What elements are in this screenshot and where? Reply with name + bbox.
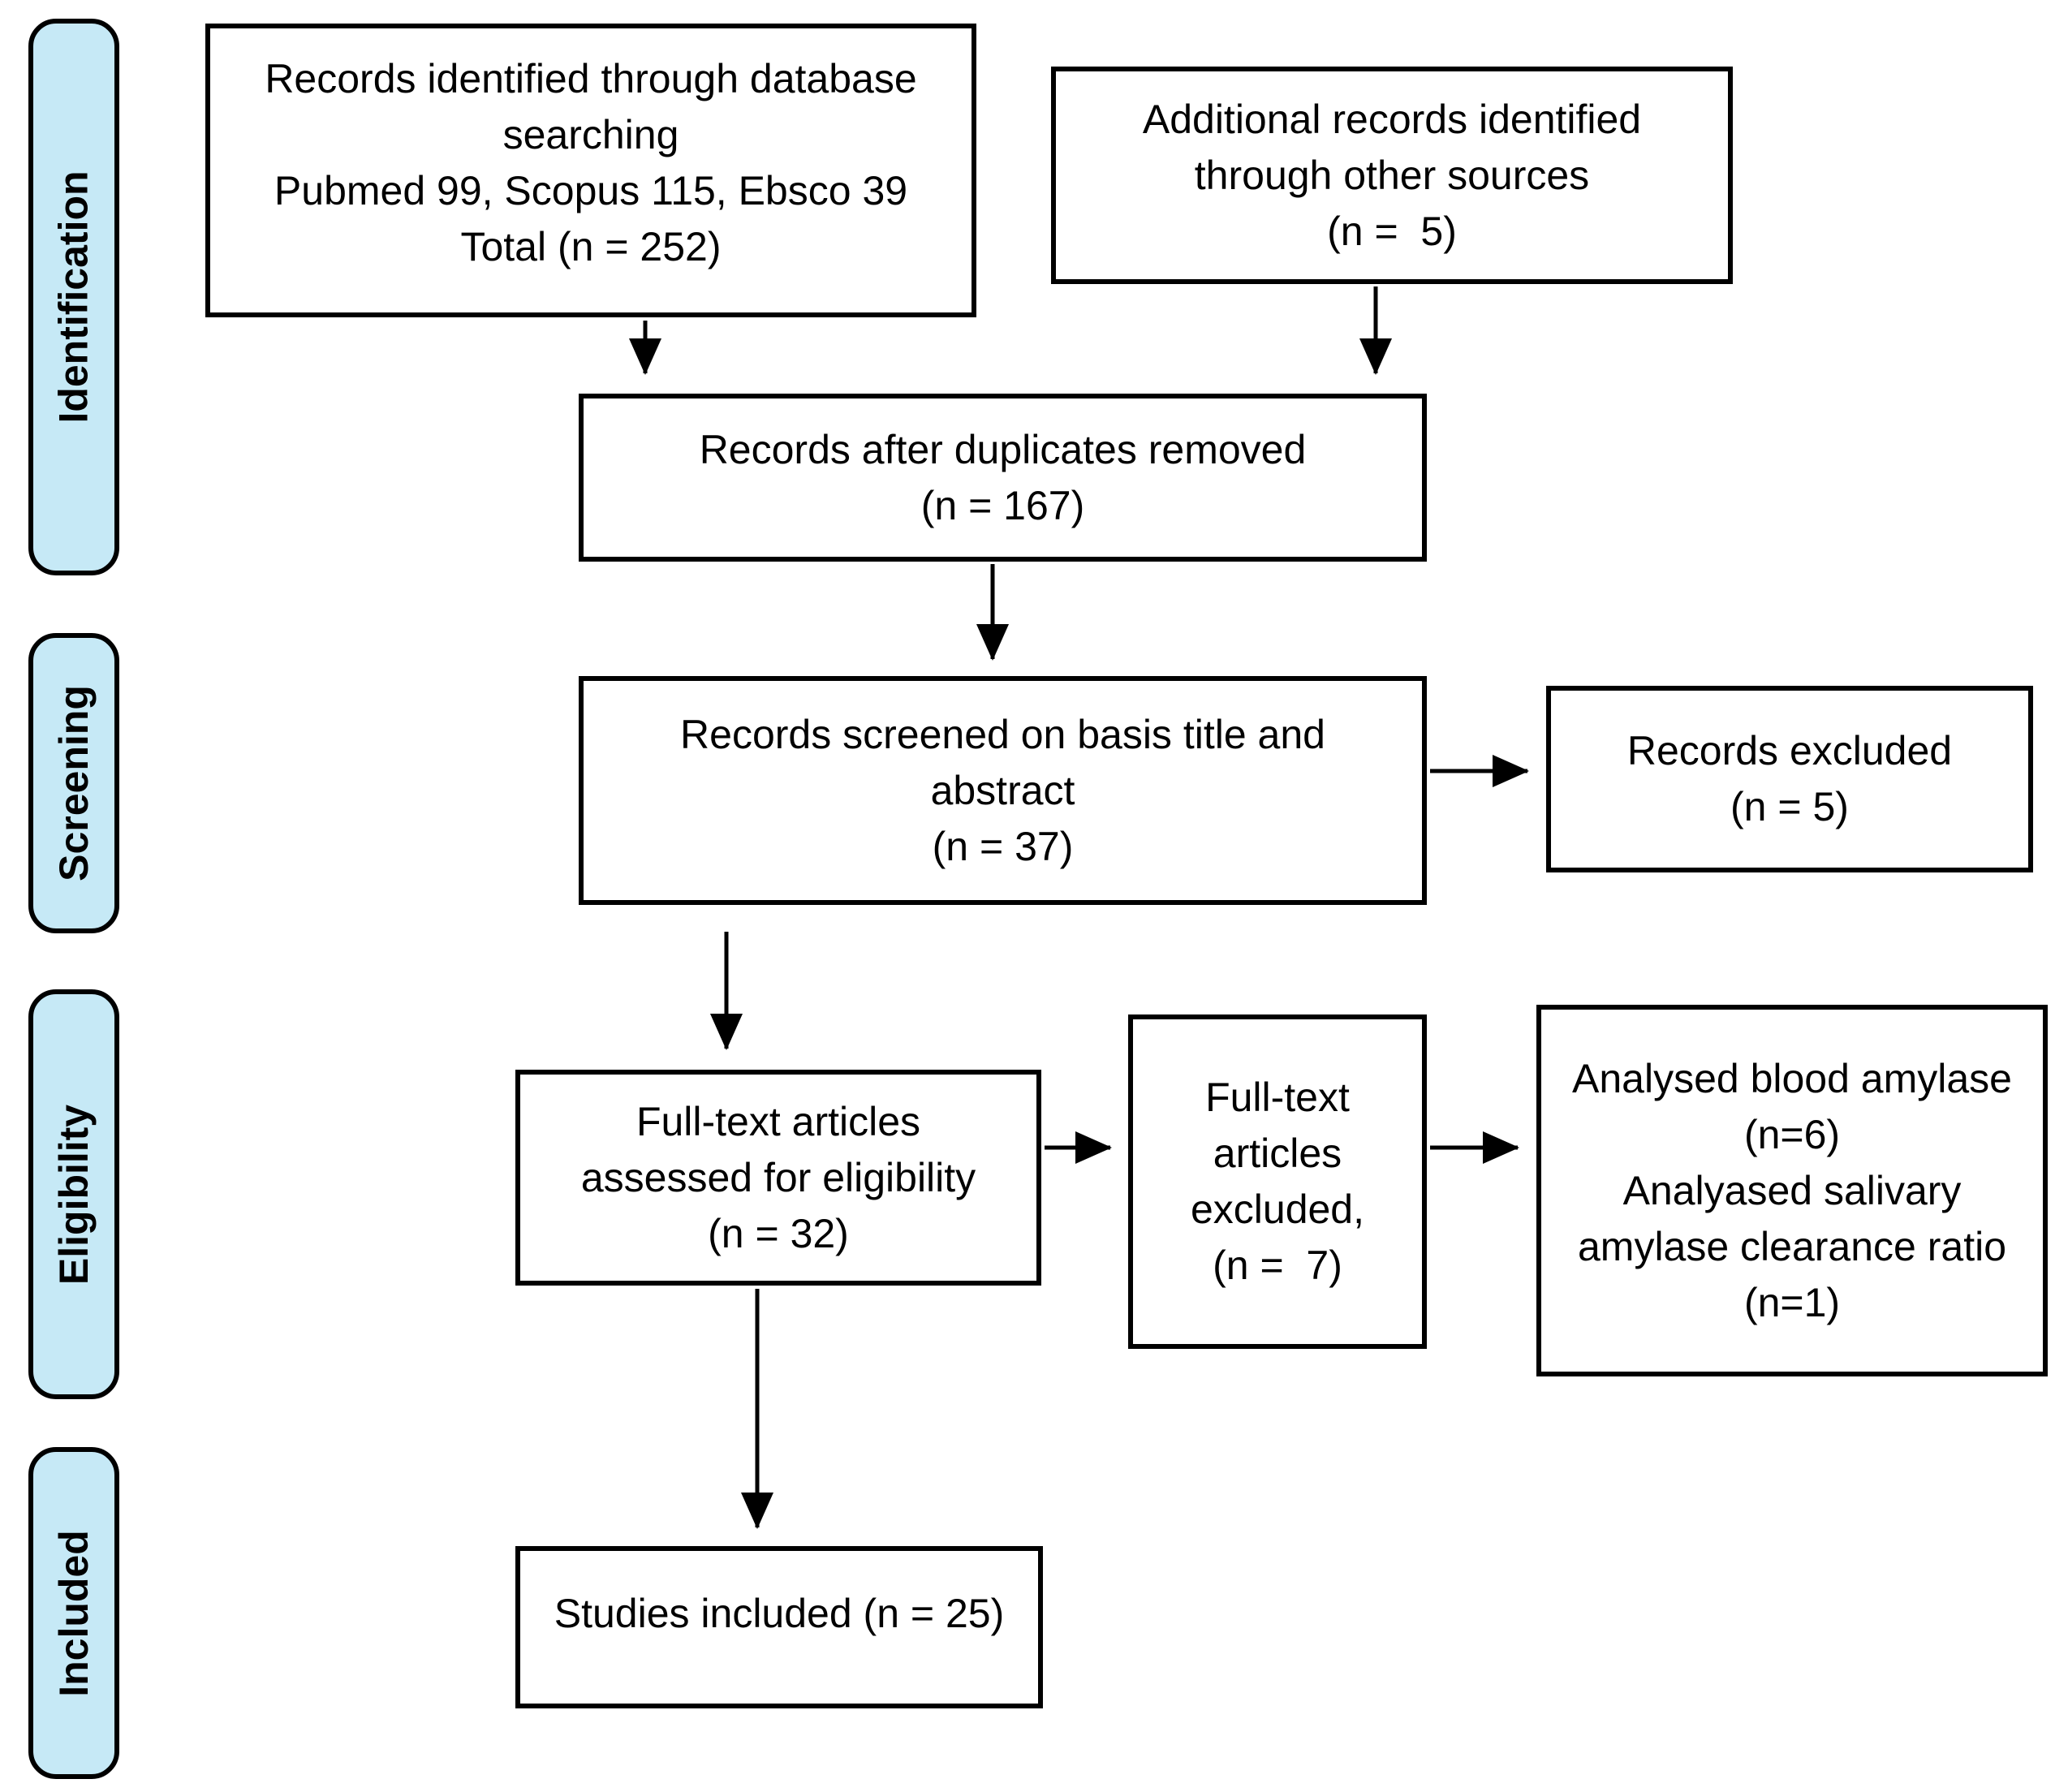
box-duplicates-removed: Records after duplicates removed (n = 16…	[579, 394, 1427, 562]
stage-badge-included: Included	[28, 1447, 119, 1779]
stage-badge-identification: Identification	[28, 19, 119, 575]
stage-label-screening: Screening	[51, 685, 97, 881]
box-records-excluded: Records excluded (n = 5)	[1546, 686, 2033, 872]
box-records-screened: Records screened on basis title and abst…	[579, 676, 1427, 905]
box-records-identified: Records identified through database sear…	[205, 24, 976, 317]
box-additional-records: Additional records identified through ot…	[1051, 67, 1733, 284]
stage-label-included: Included	[51, 1529, 97, 1697]
box-exclusion-reasons: Analysed blood amylase (n=6) Analyased s…	[1536, 1005, 2048, 1376]
box-fulltext-excluded: Full-text articles excluded, (n = 7)	[1128, 1014, 1427, 1349]
stage-badge-screening: Screening	[28, 633, 119, 933]
box-studies-included: Studies included (n = 25)	[515, 1546, 1043, 1708]
stage-label-eligibility: Eligibility	[51, 1104, 97, 1285]
box-fulltext-assessed: Full-text articles assessed for eligibil…	[515, 1070, 1041, 1286]
stage-label-identification: Identification	[51, 170, 97, 424]
stage-badge-eligibility: Eligibility	[28, 989, 119, 1399]
